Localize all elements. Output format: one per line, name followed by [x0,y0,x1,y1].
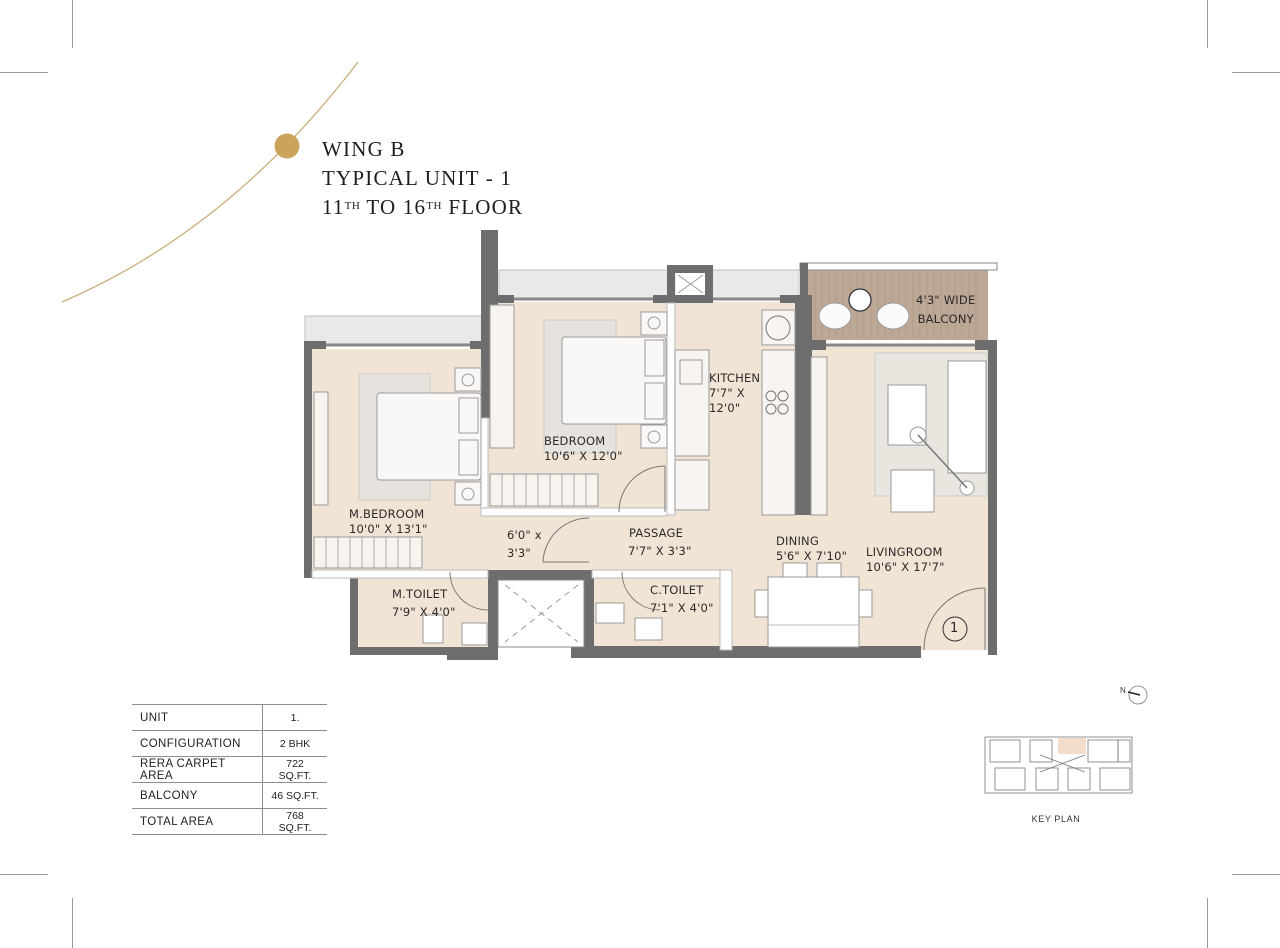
entrance-marker: 1 [950,621,959,636]
key-plan-label: KEY PLAN [1031,814,1081,824]
crop-mark-br-h [1232,874,1280,875]
north-arrow-label: N [1120,686,1126,695]
crop-mark-bl-h [0,874,48,875]
page-title: WING B TYPICAL UNIT - 1 11TH TO 16TH FLO… [322,135,523,222]
title-unit: TYPICAL UNIT - 1 [322,166,513,190]
crop-mark-tl-h [0,72,48,73]
crop-mark-br-v [1207,898,1208,948]
gold-dot-icon [274,133,300,159]
crop-mark-tr-h [1232,72,1280,73]
crop-mark-tr-v [1207,0,1208,48]
crop-mark-bl-v [72,898,73,948]
crop-mark-tl-v [72,0,73,48]
title-wing: WING B [322,137,406,161]
title-floors: 11TH TO 16TH FLOOR [322,195,524,219]
